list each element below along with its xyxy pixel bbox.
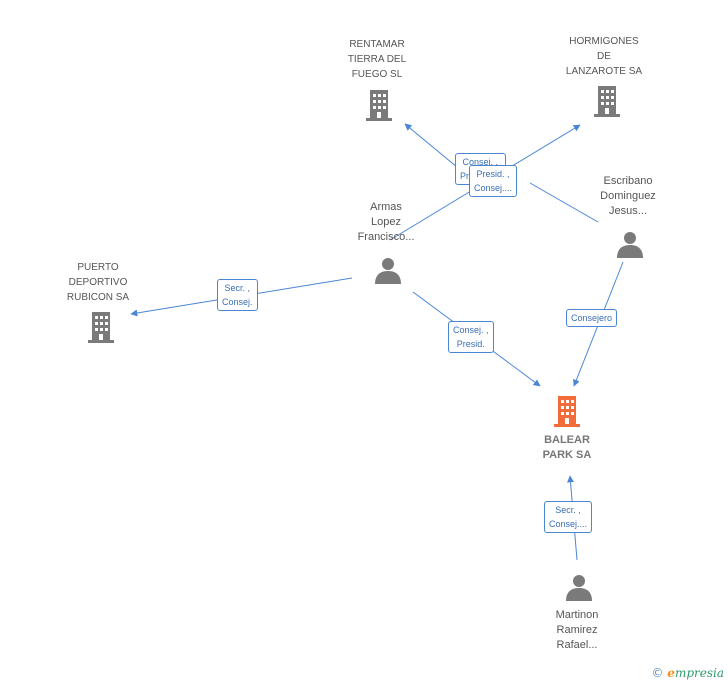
label-line: DE [597, 51, 611, 62]
edge-label-escribano-hormigones[interactable]: Presid. , Consej.... [469, 165, 518, 197]
label-line: DEPORTIVO [68, 277, 128, 288]
label-line: FUEGO SL [351, 69, 403, 80]
edge-label-line: Consej.... [474, 183, 513, 193]
label-line: RUBICON SA [66, 292, 130, 303]
node-label-balear[interactable]: BALEAR PARK SA [517, 433, 617, 463]
label-line: LANZAROTE SA [565, 66, 643, 77]
node-label-escribano[interactable]: Escribano Dominguez Jesus... [582, 174, 674, 219]
edge-label-line: Consej. [222, 297, 253, 307]
edge-label-armas-puerto[interactable]: Secr. , Consej. [217, 279, 258, 311]
label-line: BALEAR [544, 434, 590, 446]
label-line: Martinon [555, 609, 599, 621]
edge-label-line: Consej.... [549, 519, 588, 529]
brand-logo-letter: e [667, 666, 675, 680]
edge-label-line: Presid. [456, 339, 485, 349]
edge-label-line: Presid. , [476, 169, 510, 179]
node-label-martinon[interactable]: Martinon Ramirez Rafael... [531, 608, 623, 653]
label-line: HORMIGONES [569, 36, 639, 47]
label-line: Rafael... [556, 639, 598, 651]
label-line: Jesus... [609, 205, 647, 217]
edge-label-line: Consej. , [462, 157, 499, 167]
label-line: PARK SA [542, 449, 592, 461]
edge-label-escribano-balear[interactable]: Consejero [566, 309, 618, 327]
brand-name: mpresia [674, 666, 724, 680]
label-line: Armas [370, 201, 402, 213]
building-icon[interactable] [551, 394, 583, 428]
label-line: Escribano [603, 175, 653, 187]
label-line: Francisco... [357, 231, 415, 243]
label-line: TIERRA DEL [347, 54, 407, 65]
label-line: Ramirez [556, 624, 598, 636]
label-line: Dominguez [600, 190, 656, 202]
node-label-hormigones[interactable]: HORMIGONES DE LANZAROTE SA [556, 34, 652, 79]
edge-label-martinon-balear[interactable]: Secr. , Consej.... [544, 501, 593, 533]
person-icon[interactable] [373, 255, 403, 285]
building-icon[interactable] [591, 84, 623, 118]
node-label-rentamar[interactable]: RENTAMAR TIERRA DEL FUEGO SL [329, 37, 425, 82]
edge-label-armas-balear[interactable]: Consej. , Presid. [448, 321, 494, 353]
label-line: Lopez [371, 216, 401, 228]
node-label-puerto[interactable]: PUERTO DEPORTIVO RUBICON SA [50, 260, 146, 305]
edge-label-line: Secr. , [555, 505, 581, 515]
copyright-icon: © [651, 666, 664, 680]
brand-footer: © empresia [651, 666, 724, 680]
person-icon[interactable] [564, 572, 594, 602]
edge-escribano-rentamar [529, 182, 599, 223]
edge-label-line: Consej. , [453, 325, 489, 335]
building-icon[interactable] [85, 310, 117, 344]
label-line: RENTAMAR [349, 39, 405, 50]
building-icon[interactable] [363, 88, 395, 122]
edge-label-line: Consejero [571, 313, 613, 323]
node-label-armas[interactable]: Armas Lopez Francisco... [340, 200, 432, 245]
label-line: PUERTO [77, 262, 119, 273]
person-icon[interactable] [615, 229, 645, 259]
edge-label-line: Secr. , [224, 283, 251, 293]
